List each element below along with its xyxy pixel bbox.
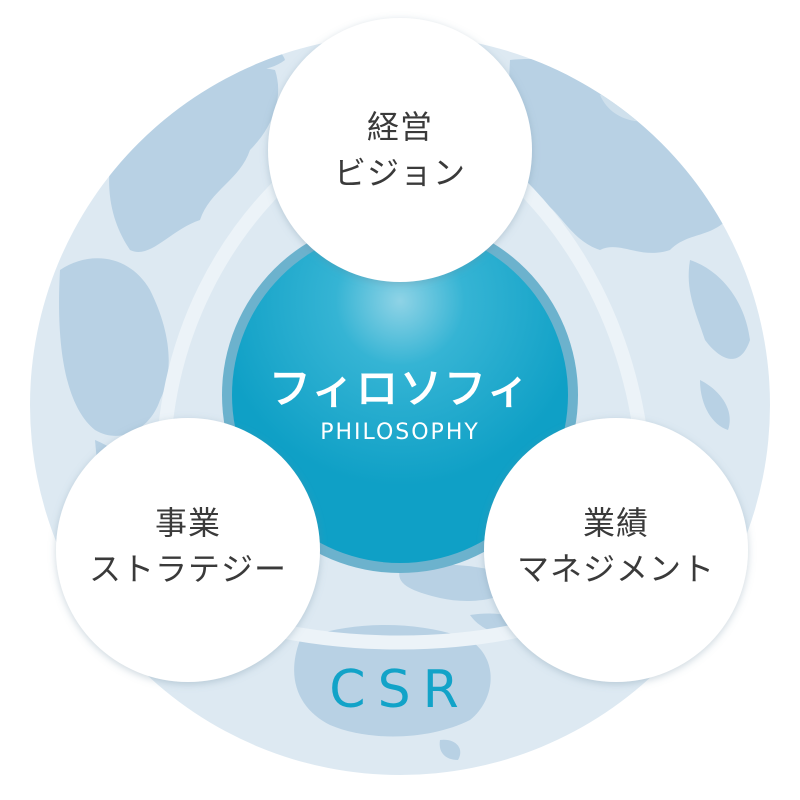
center-subtitle: PHILOSOPHY xyxy=(320,420,480,445)
strategy-node-circle xyxy=(56,418,320,682)
performance-node-circle xyxy=(484,418,748,682)
performance-line2: マネジメント xyxy=(516,550,715,588)
csr-label: CSR xyxy=(329,660,471,720)
strategy-line1: 事業 xyxy=(154,504,221,542)
strategy-line2: ストラテジー xyxy=(88,550,287,588)
performance-node-label: 業績 マネジメント xyxy=(486,500,746,592)
strategy-node-label: 事業 ストラテジー xyxy=(58,500,318,592)
performance-line1: 業績 xyxy=(582,504,649,542)
vision-node-circle xyxy=(268,18,532,282)
vision-line1: 経営 xyxy=(366,108,433,146)
center-circle xyxy=(232,227,568,563)
vision-node-label: 経営 ビジョン xyxy=(270,104,530,196)
center-title: フィロソフィ xyxy=(268,364,532,413)
vision-line2: ビジョン xyxy=(333,154,466,192)
